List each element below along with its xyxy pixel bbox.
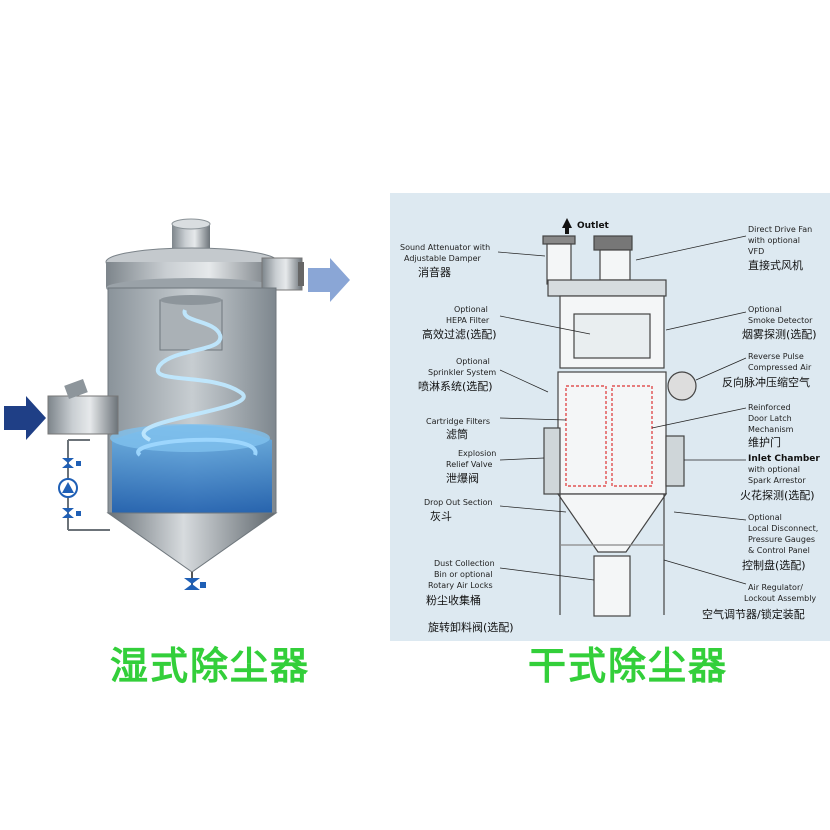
svg-text:Relief Valve: Relief Valve (446, 460, 493, 469)
svg-text:Optional: Optional (456, 357, 490, 366)
svg-text:直接式风机: 直接式风机 (748, 258, 803, 272)
svg-text:with optional: with optional (748, 236, 800, 245)
svg-text:Dust Collection: Dust Collection (434, 559, 495, 568)
inlet-duct (47, 379, 119, 435)
label-explosion-valve: Explosion Relief Valve 泄爆阀 (446, 449, 496, 485)
label-reverse-pulse: Reverse Pulse Compressed Air 反向脉冲压缩空气 (722, 352, 812, 389)
label-dust-collection: Dust Collection Bin or optional Rotary A… (426, 559, 495, 607)
label-air-regulator: Air Regulator/ Lockout Assembly 空气调节器/锁定… (702, 583, 816, 621)
label-drop-out-section: Drop Out Section 灰斗 (424, 498, 493, 523)
svg-text:Sprinkler System: Sprinkler System (428, 368, 496, 377)
svg-text:消音器: 消音器 (418, 265, 451, 279)
label-inlet-chamber: Inlet Chamber with optional Spark Arrest… (740, 454, 820, 502)
svg-text:控制盘(选配): 控制盘(选配) (742, 558, 806, 572)
svg-text:Lockout Assembly: Lockout Assembly (744, 594, 816, 603)
outlet-duct (261, 257, 304, 291)
svg-text:Direct Drive Fan: Direct Drive Fan (748, 225, 812, 234)
svg-text:Smoke Detector: Smoke Detector (748, 316, 813, 325)
label-hepa-filter: Optional HEPA Filter 高效过滤(选配) (422, 305, 497, 341)
svg-text:灰斗: 灰斗 (430, 509, 452, 523)
svg-text:Local Disconnect,: Local Disconnect, (748, 524, 818, 533)
svg-text:Drop Out Section: Drop Out Section (424, 498, 493, 507)
svg-text:Cartridge Filters: Cartridge Filters (426, 417, 490, 426)
svg-text:泄爆阀: 泄爆阀 (446, 471, 479, 485)
svg-text:反向脉冲压缩空气: 反向脉冲压缩空气 (722, 375, 810, 389)
svg-text:VFD: VFD (748, 247, 764, 256)
svg-text:Spark Arrestor: Spark Arrestor (748, 476, 806, 485)
svg-text:Reinforced: Reinforced (748, 403, 791, 412)
svg-text:Reverse Pulse: Reverse Pulse (748, 352, 804, 361)
svg-text:with optional: with optional (748, 465, 800, 474)
pump-icon (58, 478, 78, 498)
water-pool (110, 424, 272, 513)
svg-text:滤筒: 滤筒 (446, 427, 468, 441)
svg-text:Explosion: Explosion (458, 449, 496, 458)
svg-text:& Control Panel: & Control Panel (748, 546, 810, 555)
svg-text:Mechanism: Mechanism (748, 425, 794, 434)
label-sound-attenuator: Sound Attenuator with Adjustable Damper … (400, 243, 490, 279)
svg-text:Bin or optional: Bin or optional (434, 570, 492, 579)
svg-text:Optional: Optional (748, 305, 782, 314)
clean-air-outlet-arrow (308, 258, 350, 302)
label-sprinkler: Optional Sprinkler System 喷淋系统(选配) (418, 357, 496, 393)
svg-text:空气调节器/锁定装配: 空气调节器/锁定装配 (702, 607, 805, 621)
label-control-panel: Optional Local Disconnect, Pressure Gaug… (742, 513, 818, 572)
svg-text:Rotary Air Locks: Rotary Air Locks (428, 581, 493, 590)
dry-collector-caption: 干式除尘器 (527, 644, 728, 688)
collector-housing (542, 235, 697, 617)
svg-text:Optional: Optional (748, 513, 782, 522)
outlet-label: Outlet (577, 221, 610, 231)
svg-text:Compressed Air: Compressed Air (748, 363, 812, 372)
valve-icon (62, 458, 81, 518)
svg-text:Optional: Optional (454, 305, 488, 314)
label-smoke-detector: Optional Smoke Detector 烟雾探测(选配) (742, 305, 817, 341)
drain-valve-icon (184, 572, 206, 590)
spiral-airflow (136, 309, 258, 457)
label-rotary-valve: 旋转卸料阀(选配) (428, 620, 514, 634)
svg-text:火花探测(选配): 火花探测(选配) (740, 489, 815, 502)
hopper-cone (106, 512, 278, 573)
svg-text:粉尘收集桶: 粉尘收集桶 (426, 593, 481, 607)
label-door-latch: Reinforced Door Latch Mechanism 维护门 (748, 403, 794, 449)
label-cartridge-filters: Cartridge Filters 滤筒 (426, 417, 490, 441)
wet-dust-collector-illustration (0, 190, 390, 610)
leader-lines (497, 235, 747, 585)
svg-text:HEPA Filter: HEPA Filter (446, 316, 490, 325)
svg-text:喷淋系统(选配): 喷淋系统(选配) (418, 380, 493, 393)
dry-dust-collector-diagram: Outlet (390, 193, 830, 641)
dirty-air-inlet-arrow (4, 396, 46, 440)
outlet-arrow-icon (562, 218, 572, 234)
svg-text:Inlet Chamber: Inlet Chamber (748, 454, 820, 464)
svg-text:Adjustable Damper: Adjustable Damper (404, 254, 482, 263)
svg-text:Pressure Gauges: Pressure Gauges (748, 535, 815, 544)
svg-text:Door Latch: Door Latch (748, 414, 792, 423)
top-exhaust-stub (171, 218, 211, 248)
svg-text:高效过滤(选配): 高效过滤(选配) (422, 327, 497, 341)
svg-text:维护门: 维护门 (748, 435, 781, 449)
wet-collector-caption: 湿式除尘器 (109, 644, 310, 688)
svg-text:Air Regulator/: Air Regulator/ (748, 583, 803, 592)
svg-text:Sound Attenuator with: Sound Attenuator with (400, 243, 490, 252)
label-direct-drive-fan: Direct Drive Fan with optional VFD 直接式风机 (748, 225, 812, 272)
svg-text:烟雾探测(选配): 烟雾探测(选配) (742, 327, 817, 341)
